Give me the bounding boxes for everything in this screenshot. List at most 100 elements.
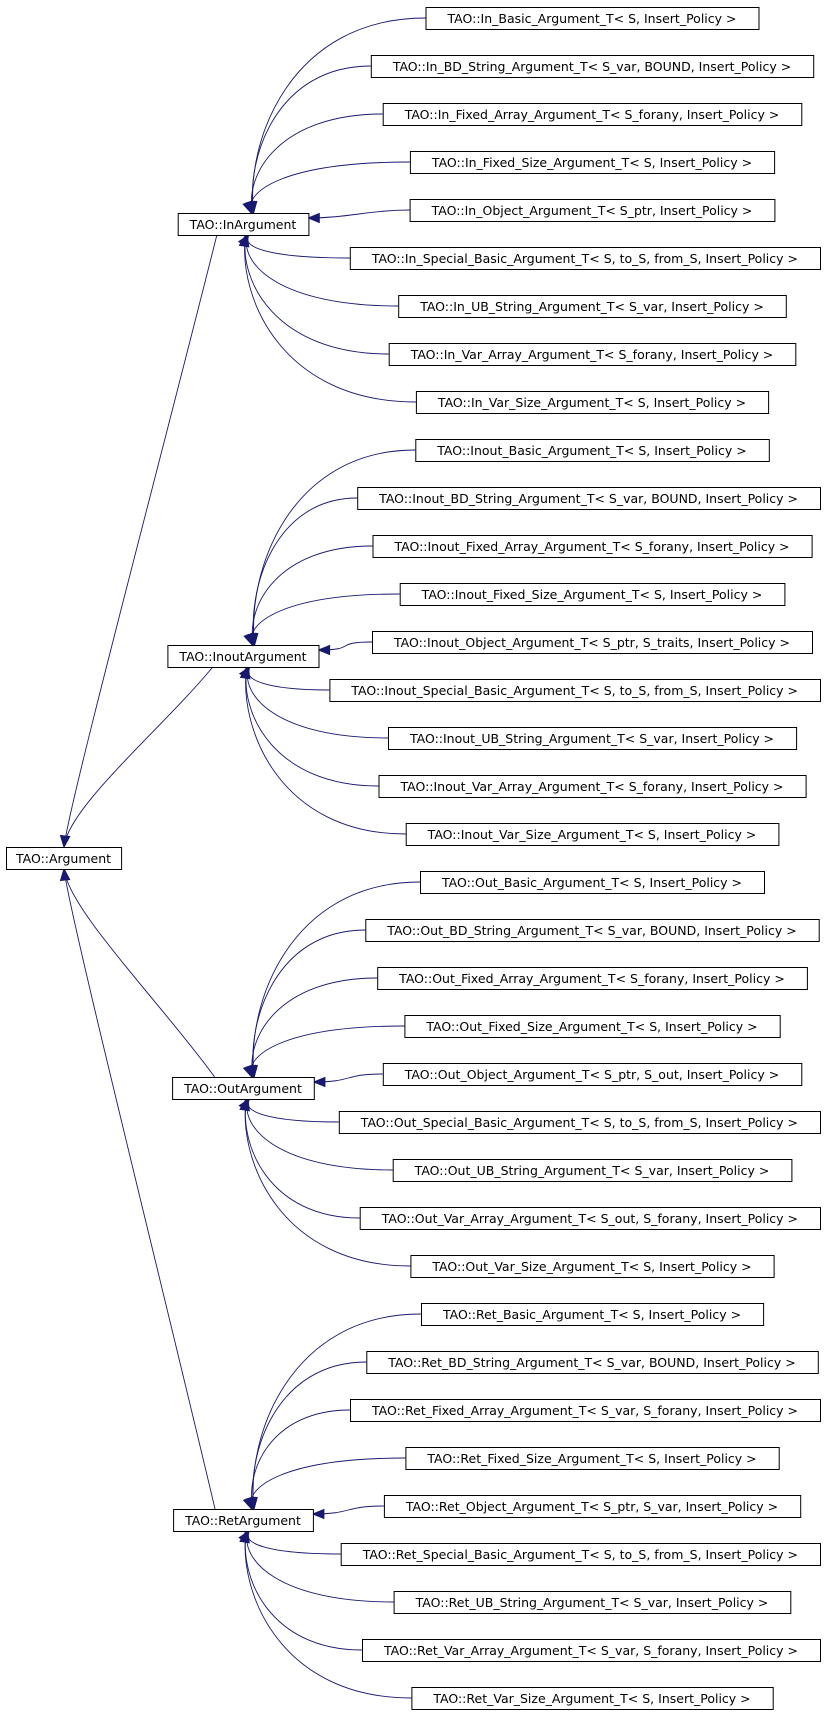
node-in-var-array-argument-t-label: TAO::In_Var_Array_Argument_T< S_forany, … [410,347,774,362]
node-in-bd-string-argument-t-box [370,55,815,78]
node-out-var-array-argument-t[interactable]: TAO::Out_Var_Array_Argument_T< S_out, S_… [359,1207,821,1230]
node-in-object-argument-t[interactable]: TAO::In_Object_Argument_T< S_ptr, Insert… [409,199,776,222]
node-inout-var-array-argument-t-box [378,775,807,798]
node-ret-var-array-argument-t[interactable]: TAO::Ret_Var_Array_Argument_T< S_var, S_… [362,1639,821,1662]
node-root-argument-box [6,847,123,870]
node-root-argument-label: TAO::Argument [15,851,111,866]
node-ret-var-size-argument-t[interactable]: TAO::Ret_Var_Size_Argument_T< S, Insert_… [411,1687,774,1710]
node-out-bd-string-argument-t[interactable]: TAO::Out_BD_String_Argument_T< S_var, BO… [365,919,820,942]
node-ret-var-array-argument-t-label: TAO::Ret_Var_Array_Argument_T< S_var, S_… [383,1643,798,1658]
node-in-bd-string-argument-t-label: TAO::In_BD_String_Argument_T< S_var, BOU… [392,59,791,74]
node-in-ub-string-argument-t[interactable]: TAO::In_UB_String_Argument_T< S_var, Ins… [398,295,787,318]
node-ret-object-argument-t[interactable]: TAO::Ret_Object_Argument_T< S_ptr, S_var… [383,1495,802,1518]
node-in-fixed-size-argument-t[interactable]: TAO::In_Fixed_Size_Argument_T< S, Insert… [409,151,776,174]
node-ret-ub-string-argument-t-label: TAO::Ret_UB_String_Argument_T< S_var, In… [415,1595,769,1610]
node-inout-ub-string-argument-t[interactable]: TAO::Inout_UB_String_Argument_T< S_var, … [388,727,798,750]
edge-inout-var-size-argument-t-to-inout [245,666,406,835]
node-in-fixed-array-argument-t-box [382,103,803,126]
edge-in-object-argument-t-to-in [308,209,410,219]
node-out-argument[interactable]: TAO::OutArgument [172,1077,315,1100]
node-in-bd-string-argument-t[interactable]: TAO::In_BD_String_Argument_T< S_var, BOU… [370,55,815,78]
edge-ret-var-size-argument-t-to-ret-arrowhead [239,1529,250,1544]
node-inout-argument-label: TAO::InoutArgument [178,649,306,664]
node-inout-var-size-argument-t-box [405,823,780,846]
node-in-var-size-argument-t-label: TAO::In_Var_Size_Argument_T< S, Insert_P… [437,395,746,410]
node-out-fixed-array-argument-t-box [377,967,808,990]
node-in-var-array-argument-t[interactable]: TAO::In_Var_Array_Argument_T< S_forany, … [388,343,797,366]
node-ret-fixed-size-argument-t-label: TAO::Ret_Fixed_Size_Argument_T< S, Inser… [426,1451,756,1466]
node-inout-var-size-argument-t[interactable]: TAO::Inout_Var_Size_Argument_T< S, Inser… [405,823,780,846]
node-ret-fixed-size-argument-t-box [405,1447,780,1470]
node-root-argument[interactable]: TAO::Argument [6,847,123,870]
node-out-var-array-argument-t-box [359,1207,821,1230]
edge-out-special-basic-argument-t-to-out [247,1098,339,1123]
node-out-basic-argument-t-label: TAO::Out_Basic_Argument_T< S, Insert_Pol… [441,875,742,890]
node-out-fixed-array-argument-t[interactable]: TAO::Out_Fixed_Array_Argument_T< S_foran… [377,967,808,990]
node-inout-argument[interactable]: TAO::InoutArgument [167,645,320,668]
edge-in-var-array-argument-t-to-in [244,234,389,355]
node-in-basic-argument-t-label: TAO::In_Basic_Argument_T< S, Insert_Poli… [447,11,737,26]
nodes-layer: TAO::Argument TAO::InArgument TAO::In_Basi… [6,7,821,1710]
node-ret-basic-argument-t-box [421,1303,765,1326]
node-out-bd-string-argument-t-label: TAO::Out_BD_String_Argument_T< S_var, BO… [386,923,796,938]
node-ret-special-basic-argument-t[interactable]: TAO::Ret_Special_Basic_Argument_T< S, to… [340,1543,821,1566]
node-out-special-basic-argument-t[interactable]: TAO::Out_Special_Basic_Argument_T< S, to… [338,1111,821,1134]
node-inout-bd-string-argument-t-label: TAO::Inout_BD_String_Argument_T< S_var, … [378,491,798,506]
node-in-fixed-array-argument-t[interactable]: TAO::In_Fixed_Array_Argument_T< S_forany… [382,103,803,126]
node-inout-special-basic-argument-t[interactable]: TAO::Inout_Special_Basic_Argument_T< S, … [329,679,821,702]
edge-inout-bd-string-argument-t-to-inout [252,497,358,646]
node-ret-object-argument-t-box [383,1495,802,1518]
node-in-basic-argument-t[interactable]: TAO::In_Basic_Argument_T< S, Insert_Poli… [425,7,760,30]
node-inout-var-array-argument-t[interactable]: TAO::Inout_Var_Array_Argument_T< S_foran… [378,775,807,798]
edge-ret-object-argument-t-to-ret-arrowhead [311,1508,325,1520]
node-out-ub-string-argument-t[interactable]: TAO::Out_UB_String_Argument_T< S_var, In… [392,1159,793,1182]
node-inout-var-array-argument-t-label: TAO::Inout_Var_Array_Argument_T< S_foran… [399,779,783,794]
node-ret-argument[interactable]: TAO::RetArgument [173,1509,314,1532]
node-ret-fixed-array-argument-t-label: TAO::Ret_Fixed_Array_Argument_T< S_var, … [371,1403,798,1418]
node-inout-object-argument-t-label: TAO::Inout_Object_Argument_T< S_ptr, S_t… [393,635,790,650]
node-out-object-argument-t-label: TAO::Out_Object_Argument_T< S_ptr, S_out… [404,1067,779,1082]
node-ret-bd-string-argument-t[interactable]: TAO::Ret_BD_String_Argument_T< S_var, BO… [366,1351,819,1374]
node-out-var-size-argument-t[interactable]: TAO::Out_Var_Size_Argument_T< S, Insert_… [410,1255,775,1278]
node-inout-argument-box [167,645,320,668]
node-out-basic-argument-t[interactable]: TAO::Out_Basic_Argument_T< S, Insert_Pol… [420,871,765,894]
node-ret-fixed-array-argument-t[interactable]: TAO::Ret_Fixed_Array_Argument_T< S_var, … [350,1399,821,1422]
node-inout-fixed-size-argument-t[interactable]: TAO::Inout_Fixed_Size_Argument_T< S, Ins… [399,583,786,606]
node-out-ub-string-argument-t-box [392,1159,793,1182]
node-in-special-basic-argument-t[interactable]: TAO::In_Special_Basic_Argument_T< S, to_… [349,247,821,270]
node-out-var-array-argument-t-label: TAO::Out_Var_Array_Argument_T< S_out, S_… [381,1211,798,1226]
node-inout-fixed-size-argument-t-box [399,583,786,606]
node-inout-fixed-array-argument-t[interactable]: TAO::Inout_Fixed_Array_Argument_T< S_for… [372,535,813,558]
node-out-object-argument-t-box [382,1063,803,1086]
node-inout-bd-string-argument-t[interactable]: TAO::Inout_BD_String_Argument_T< S_var, … [357,487,821,510]
node-out-object-argument-t[interactable]: TAO::Out_Object_Argument_T< S_ptr, S_out… [382,1063,803,1086]
node-ret-fixed-size-argument-t[interactable]: TAO::Ret_Fixed_Size_Argument_T< S, Inser… [405,1447,780,1470]
node-in-var-size-argument-t-box [415,391,770,414]
node-inout-basic-argument-t[interactable]: TAO::Inout_Basic_Argument_T< S, Insert_P… [415,439,770,462]
node-inout-fixed-array-argument-t-label: TAO::Inout_Fixed_Array_Argument_T< S_for… [393,539,789,554]
node-ret-var-array-argument-t-box [362,1639,821,1662]
node-in-var-size-argument-t[interactable]: TAO::In_Var_Size_Argument_T< S, Insert_P… [415,391,770,414]
node-ret-basic-argument-t-label: TAO::Ret_Basic_Argument_T< S, Insert_Pol… [442,1307,741,1322]
edge-inout-special-basic-argument-t-to-inout [247,666,330,691]
node-in-argument[interactable]: TAO::InArgument [177,213,310,236]
node-inout-object-argument-t-box [372,631,813,654]
node-in-ub-string-argument-t-box [398,295,787,318]
edge-out-var-size-argument-t-to-out-arrowhead [239,1097,250,1112]
edge-in-var-size-argument-t-to-in [244,234,416,403]
edge-inout-object-argument-t-to-inout-arrowhead [317,644,331,656]
node-ret-argument-label: TAO::RetArgument [184,1513,301,1528]
edge-inout-to-root-arrowhead [59,835,71,849]
node-inout-bd-string-argument-t-box [357,487,821,510]
edge-in-bd-string-argument-t-to-in [251,65,371,214]
edge-out-fixed-size-argument-t-to-out [250,1025,405,1078]
node-in-fixed-array-argument-t-label: TAO::In_Fixed_Array_Argument_T< S_forany… [404,107,780,122]
node-in-basic-argument-t-box [425,7,760,30]
node-inout-special-basic-argument-t-label: TAO::Inout_Special_Basic_Argument_T< S, … [350,683,798,698]
node-in-argument-label: TAO::InArgument [189,217,297,232]
edge-inout-fixed-size-argument-t-to-inout-arrowhead [243,632,254,647]
node-ret-basic-argument-t[interactable]: TAO::Ret_Basic_Argument_T< S, Insert_Pol… [421,1303,765,1326]
node-inout-object-argument-t[interactable]: TAO::Inout_Object_Argument_T< S_ptr, S_t… [372,631,813,654]
node-out-fixed-size-argument-t[interactable]: TAO::Out_Fixed_Size_Argument_T< S, Inser… [404,1015,781,1038]
node-ret-ub-string-argument-t[interactable]: TAO::Ret_UB_String_Argument_T< S_var, In… [393,1591,792,1614]
